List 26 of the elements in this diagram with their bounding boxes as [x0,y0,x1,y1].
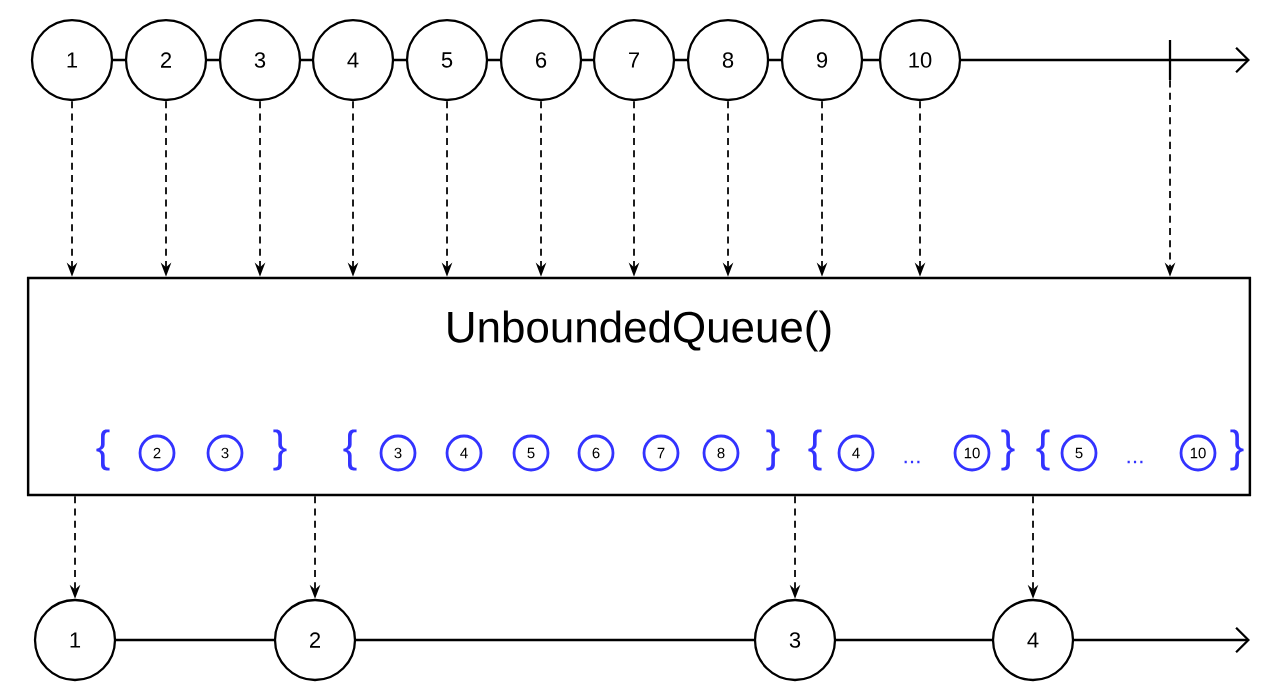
queued-marble: 10 [953,434,991,472]
queued-marble: 2 [138,434,176,472]
queued-marble: 8 [702,434,740,472]
brace: } [273,429,287,471]
brace: { [808,429,822,471]
brace: { [96,429,110,471]
node-label: 4 [1027,632,1039,648]
completion-mark [1168,40,1172,80]
queued-marble: 5 [1060,434,1098,472]
node-label: 2 [310,632,321,648]
queued-marble: 10 [1179,434,1217,472]
node-label: 1 [70,632,81,648]
queued-marble: 4 [837,434,875,472]
queued-marble: 3 [206,434,244,472]
ellipsis: ... [1127,460,1143,464]
queued-marble: 3 [379,434,417,472]
queued-marble: 4 [445,434,483,472]
queued-marble: 5 [512,434,550,472]
node-label: 3 [789,632,801,648]
brace: } [1001,429,1015,471]
brace: { [1036,429,1050,471]
ellipsis: ... [904,460,920,464]
queued-marble: 7 [642,434,680,472]
brace: { [343,429,357,471]
queued-marble: 6 [577,434,615,472]
brace: } [766,429,780,471]
